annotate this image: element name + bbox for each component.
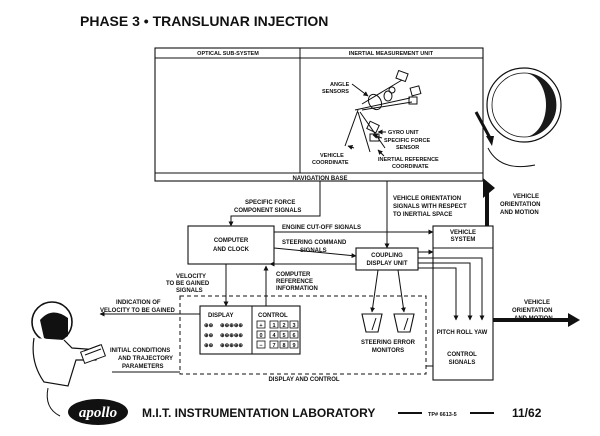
svg-text:⊕⊕: ⊕⊕ bbox=[204, 343, 214, 349]
key-4-label: 4 bbox=[272, 333, 276, 339]
key-6-label: 6 bbox=[292, 333, 295, 339]
display-and-control-label: DISPLAY AND CONTROL bbox=[268, 377, 339, 383]
key-3-label: 3 bbox=[292, 323, 295, 329]
tp-reference: TP# 6613-5 bbox=[428, 412, 457, 418]
key-plus[interactable] bbox=[256, 320, 266, 329]
key-2[interactable] bbox=[279, 320, 289, 329]
footer: apollo M.I.T. INSTRUMENTATION LABORATORY… bbox=[68, 399, 542, 425]
apollo-logo-text: apollo bbox=[79, 405, 117, 421]
optical-subsystem-label: OPTICAL SUB-SYSTEM bbox=[197, 51, 259, 57]
key-8[interactable] bbox=[279, 340, 289, 349]
key-4[interactable] bbox=[269, 330, 279, 339]
key-5-label: 5 bbox=[282, 333, 285, 339]
navigation-base-assembly: OPTICAL SUB-SYSTEM INERTIAL MEASUREMENT … bbox=[154, 47, 484, 182]
astronaut-illustration bbox=[31, 301, 107, 417]
engine-cutoff-label: ENGINE CUT-OFF SIGNALS bbox=[282, 225, 361, 231]
display-label: DISPLAY bbox=[208, 313, 233, 319]
key-5[interactable] bbox=[279, 330, 289, 339]
signal-lines bbox=[99, 178, 580, 373]
key-6[interactable] bbox=[289, 330, 299, 339]
svg-text:⊕⊕⊕⊕⊕: ⊕⊕⊕⊕⊕ bbox=[220, 333, 243, 339]
display-and-control-frame bbox=[179, 295, 427, 375]
key-9-label: 9 bbox=[292, 343, 295, 349]
vehicle-system-box bbox=[432, 225, 494, 381]
imu-illustration bbox=[344, 69, 422, 157]
key-zero[interactable] bbox=[256, 330, 266, 339]
svg-text:⊕⊕: ⊕⊕ bbox=[204, 333, 214, 339]
keypad: + 0 − 1 2 3 4 5 6 7 8 9 bbox=[256, 320, 299, 349]
key-8-label: 8 bbox=[282, 343, 285, 349]
steering-error-monitors bbox=[361, 313, 415, 333]
key-7-label: 7 bbox=[272, 343, 275, 349]
svg-text:⊕⊕: ⊕⊕ bbox=[204, 323, 214, 329]
navigation-base-label: NAVIGATION BASE bbox=[292, 176, 347, 182]
date-label: 11/62 bbox=[512, 406, 542, 420]
imu-label: INERTIAL MEASUREMENT UNIT bbox=[349, 51, 434, 57]
control-label: CONTROL bbox=[258, 313, 288, 319]
key-zero-label: 0 bbox=[259, 333, 262, 339]
key-1[interactable] bbox=[269, 320, 279, 329]
key-1-label: 1 bbox=[272, 323, 275, 329]
key-3[interactable] bbox=[289, 320, 299, 329]
key-9[interactable] bbox=[289, 340, 299, 349]
lab-name: M.I.T. INSTRUMENTATION LABORATORY bbox=[142, 406, 375, 420]
svg-text:⊕⊕⊕⊕⊕: ⊕⊕⊕⊕⊕ bbox=[220, 343, 243, 349]
computer-and-clock-box bbox=[187, 225, 275, 265]
gyro-unit-label: GYRO UNIT bbox=[388, 130, 419, 136]
key-plus-label: + bbox=[259, 323, 262, 329]
svg-text:⊕⊕⊕⊕⊕: ⊕⊕⊕⊕⊕ bbox=[220, 323, 243, 329]
pitch-roll-yaw-label: PITCH ROLL YAW bbox=[437, 330, 488, 336]
apollo-logo bbox=[68, 399, 128, 425]
display-readouts: ⊕⊕⊕⊕⊕⊕⊕ ⊕⊕⊕⊕⊕⊕⊕ ⊕⊕⊕⊕⊕⊕⊕ bbox=[204, 323, 243, 349]
keyboard-panel bbox=[199, 305, 301, 355]
key-minus-label: − bbox=[259, 343, 262, 349]
key-2-label: 2 bbox=[282, 323, 285, 329]
navigation-base-frame bbox=[154, 47, 484, 182]
key-7[interactable] bbox=[269, 340, 279, 349]
moon-illustration bbox=[474, 67, 562, 168]
page-title: PHASE 3 • TRANSLUNAR INJECTION bbox=[80, 13, 328, 29]
key-minus[interactable] bbox=[256, 340, 266, 349]
